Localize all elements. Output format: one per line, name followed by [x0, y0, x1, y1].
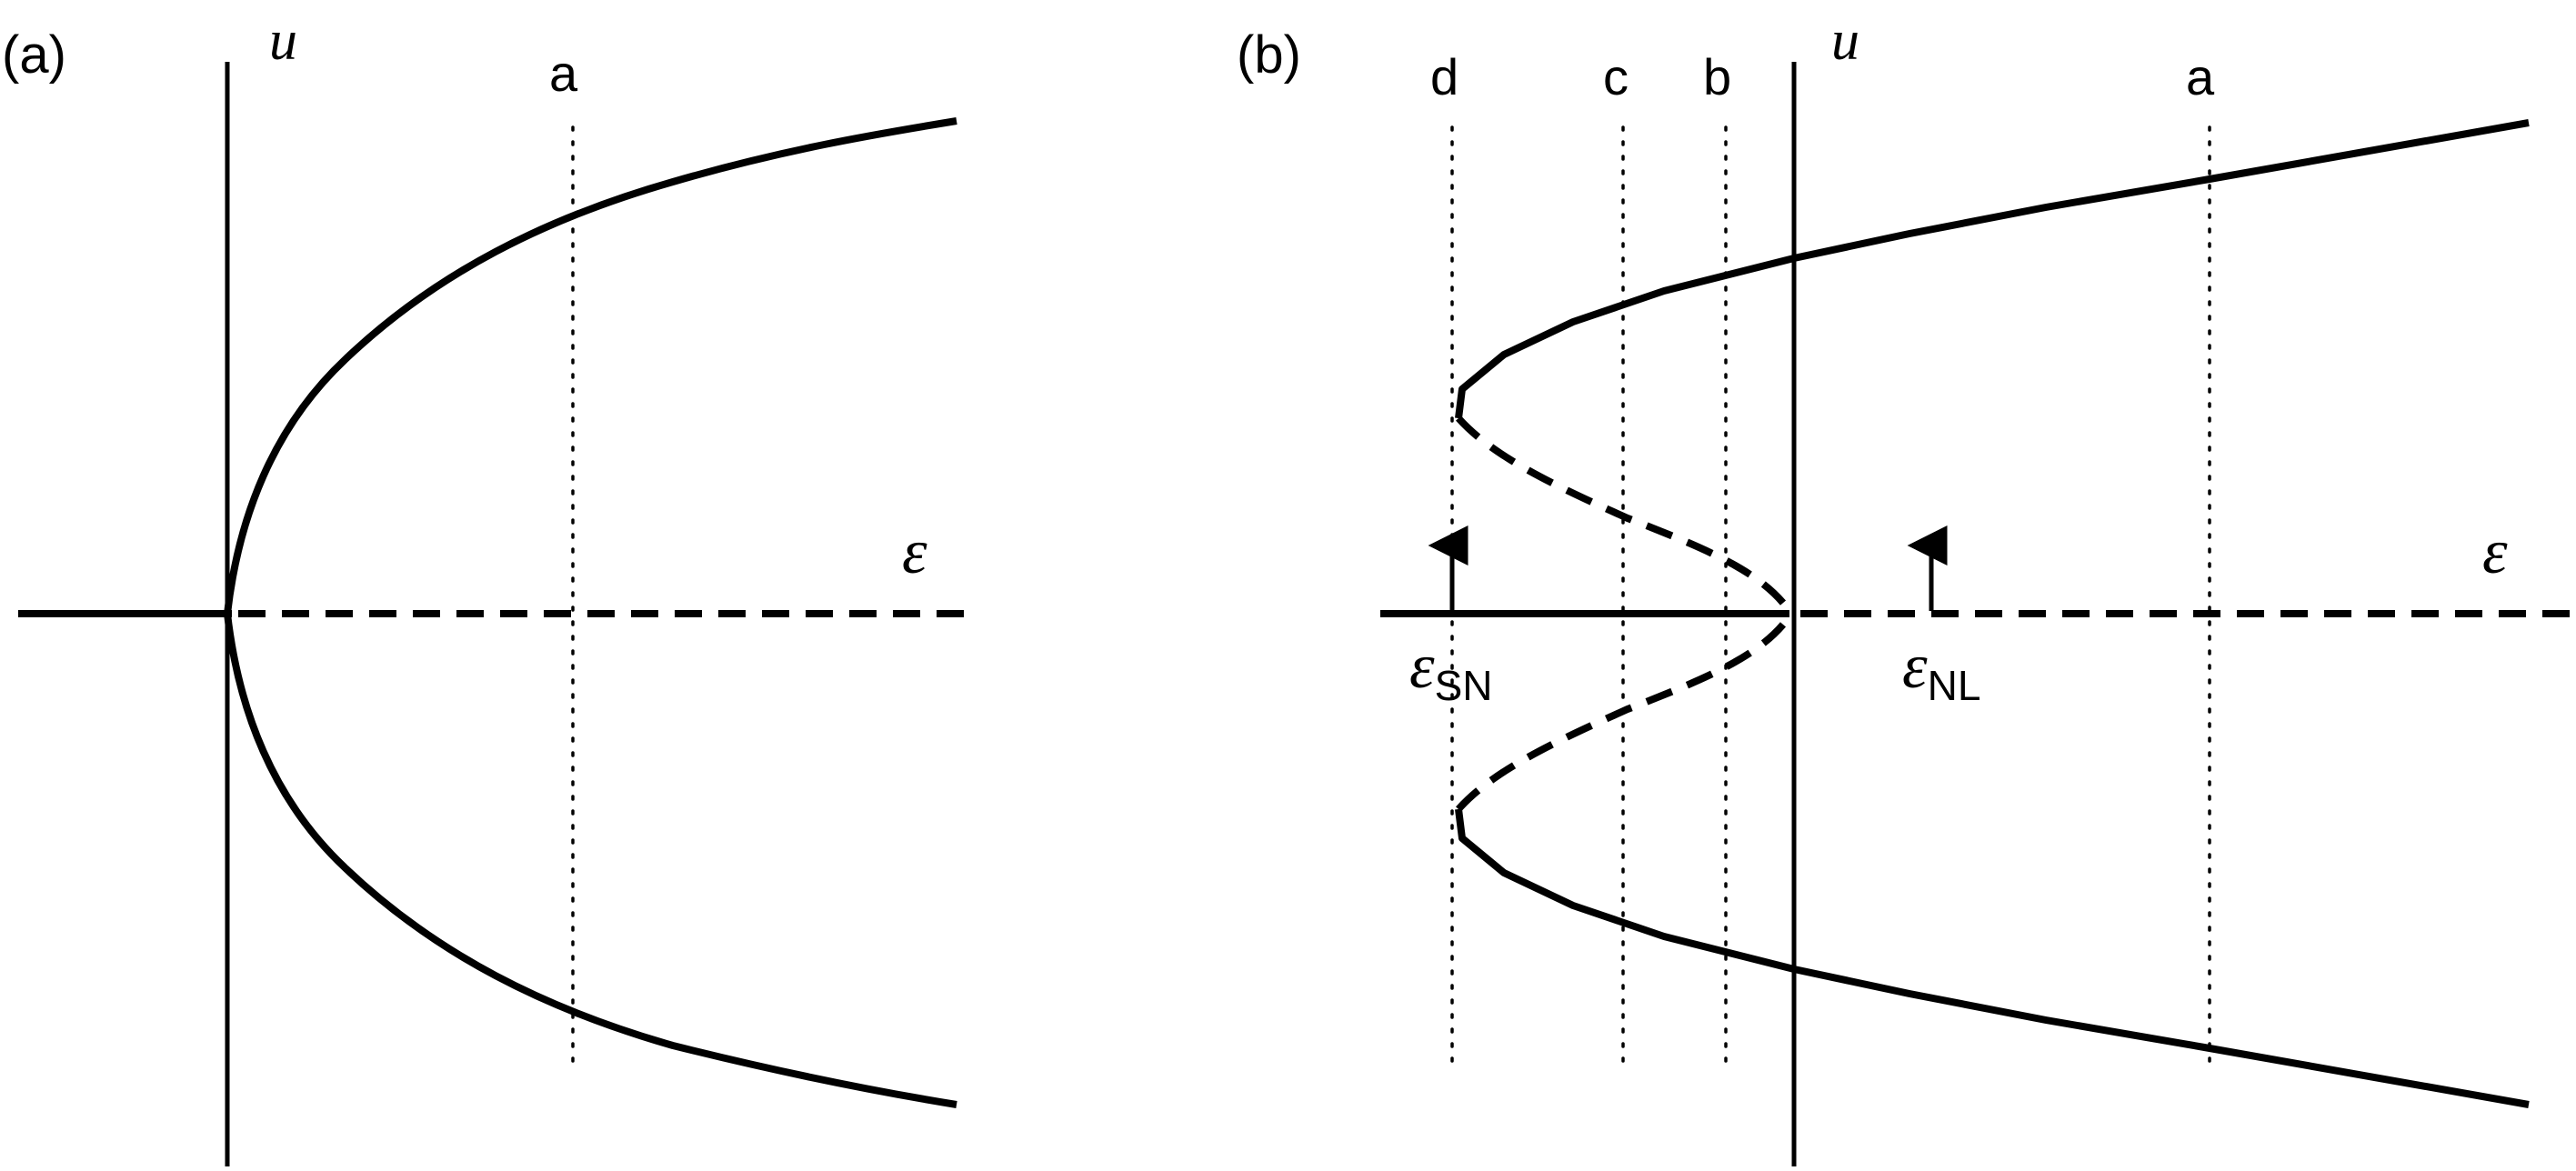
panel-b-label: (b): [1237, 25, 1301, 85]
panel-b-epsilon-nl-label: εNL: [1902, 632, 1980, 709]
panel-b-guide-label-b: b: [1703, 48, 1731, 105]
panel-a-guide-label-a: a: [549, 45, 578, 102]
panel-b-epsilon-nl-symbol: ε: [1902, 632, 1928, 702]
panel-b-epsilon-nl-subscript: NL: [1928, 662, 1981, 709]
panel-a-label: (a): [2, 25, 66, 85]
panel-b-epsilon-axis-label: ε: [2482, 517, 2508, 587]
panel-b-lower-unstable-branch: [1456, 611, 1795, 812]
panel-b-guide-label-c: c: [1603, 48, 1629, 105]
panel-b-guide-label-d: d: [1430, 48, 1458, 105]
panel-b-epsilon-sn-symbol: ε: [1409, 632, 1435, 702]
panel-b-epsilon-sn-subscript: SN: [1435, 662, 1493, 709]
panel-b-epsilon-sn-label: εSN: [1409, 632, 1493, 709]
panel-a-upper-branch: [224, 117, 957, 615]
panel-b-lower-stable-branch: [1455, 808, 2530, 1108]
panel-b-u-axis-label: u: [1831, 10, 1859, 72]
panel-b-upper-stable-branch: [1455, 119, 2530, 419]
panel-a-epsilon-axis-label: ε: [902, 517, 927, 587]
panel-a-lower-branch: [224, 613, 957, 1108]
panel-b-upper-unstable-branch: [1456, 415, 1795, 616]
panel-b-guide-label-a: a: [2186, 48, 2215, 105]
panel-a: (a) u a ε: [2, 10, 975, 1166]
panel-a-u-axis-label: u: [269, 10, 297, 72]
panel-b: (b) u d c b a εSN εNL ε: [1237, 10, 2576, 1166]
